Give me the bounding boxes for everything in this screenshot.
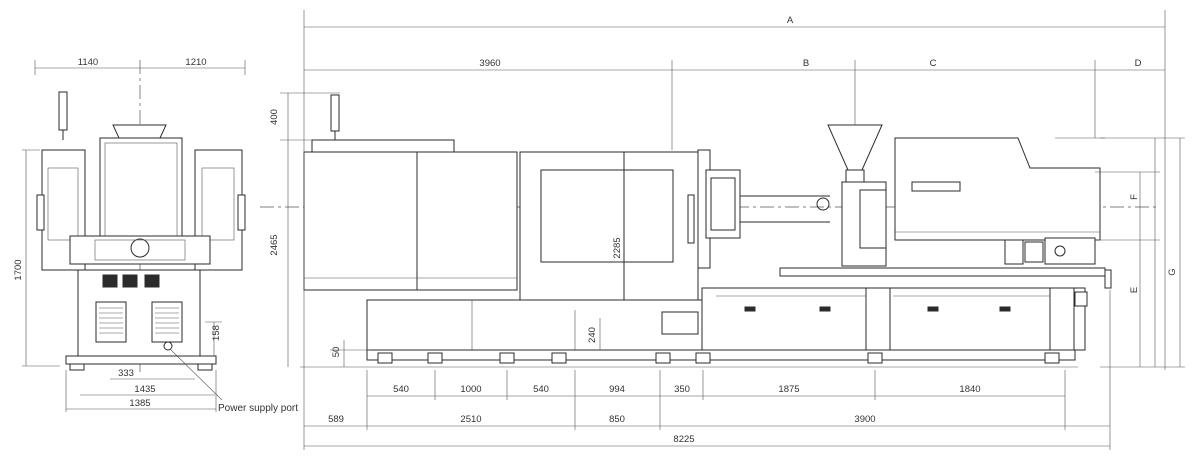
dim-1140: 1140 — [78, 57, 98, 68]
dim-3900: 3900 — [854, 414, 875, 425]
front-dimensions: 1140 1210 1700 158 333 1435 1385 Power s… — [13, 57, 298, 414]
label-E: E — [1129, 287, 1140, 293]
power-supply-port — [163, 341, 173, 351]
dim-333: 333 — [118, 368, 134, 379]
dim-8225: 8225 — [673, 434, 694, 445]
base-beam — [366, 349, 1076, 361]
machine-feet — [377, 352, 1060, 364]
side-view: A 3960 B C D 400 2465 50 2285 240 — [260, 10, 1185, 450]
injection-unit-housing — [894, 137, 1101, 241]
dim-50: 50 — [331, 347, 342, 358]
side-dimensions: A 3960 B C D 400 2465 50 2285 240 — [269, 10, 1185, 450]
dim-2285: 2285 — [612, 237, 623, 258]
base-front — [65, 355, 217, 365]
hopper-front — [112, 124, 167, 139]
dim-1875: 1875 — [778, 384, 799, 395]
label-D: D — [1135, 58, 1142, 69]
dim-1700: 1700 — [13, 259, 24, 280]
machine-base-right — [701, 287, 1086, 351]
upper-housing-front — [99, 137, 183, 242]
label-G: G — [1167, 268, 1178, 275]
dim-350: 350 — [674, 384, 690, 395]
label-C: C — [930, 58, 937, 69]
dim-1385: 1385 — [129, 398, 150, 409]
dim-158: 158 — [211, 325, 222, 341]
dim-2465: 2465 — [269, 234, 280, 255]
lever-handle-side — [330, 94, 340, 132]
dim-1000: 1000 — [460, 384, 481, 395]
machine-base-left — [366, 299, 703, 351]
dim-400: 400 — [269, 109, 280, 125]
dim-1840: 1840 — [959, 384, 980, 395]
label-B: B — [803, 58, 809, 69]
dim-994: 994 — [609, 384, 625, 395]
clamp-unit-front — [69, 235, 211, 265]
clamp-housing — [303, 151, 418, 291]
lever-handle-front — [58, 91, 68, 131]
front-view: 1140 1210 1700 158 333 1435 1385 Power s… — [13, 57, 298, 414]
dim-1435: 1435 — [134, 384, 155, 395]
dim-540-a: 540 — [393, 384, 409, 395]
label-F: F — [1129, 194, 1140, 200]
dim-3960: 3960 — [479, 58, 500, 69]
dim-540-b: 540 — [533, 384, 549, 395]
label-A: A — [787, 15, 794, 26]
dim-589: 589 — [328, 414, 344, 425]
dim-850: 850 — [609, 414, 625, 425]
dim-1210: 1210 — [185, 57, 206, 68]
dim-2510: 2510 — [460, 414, 481, 425]
dim-240: 240 — [587, 327, 598, 343]
injection-hopper — [827, 124, 883, 171]
power-supply-label: Power supply port — [218, 403, 298, 414]
